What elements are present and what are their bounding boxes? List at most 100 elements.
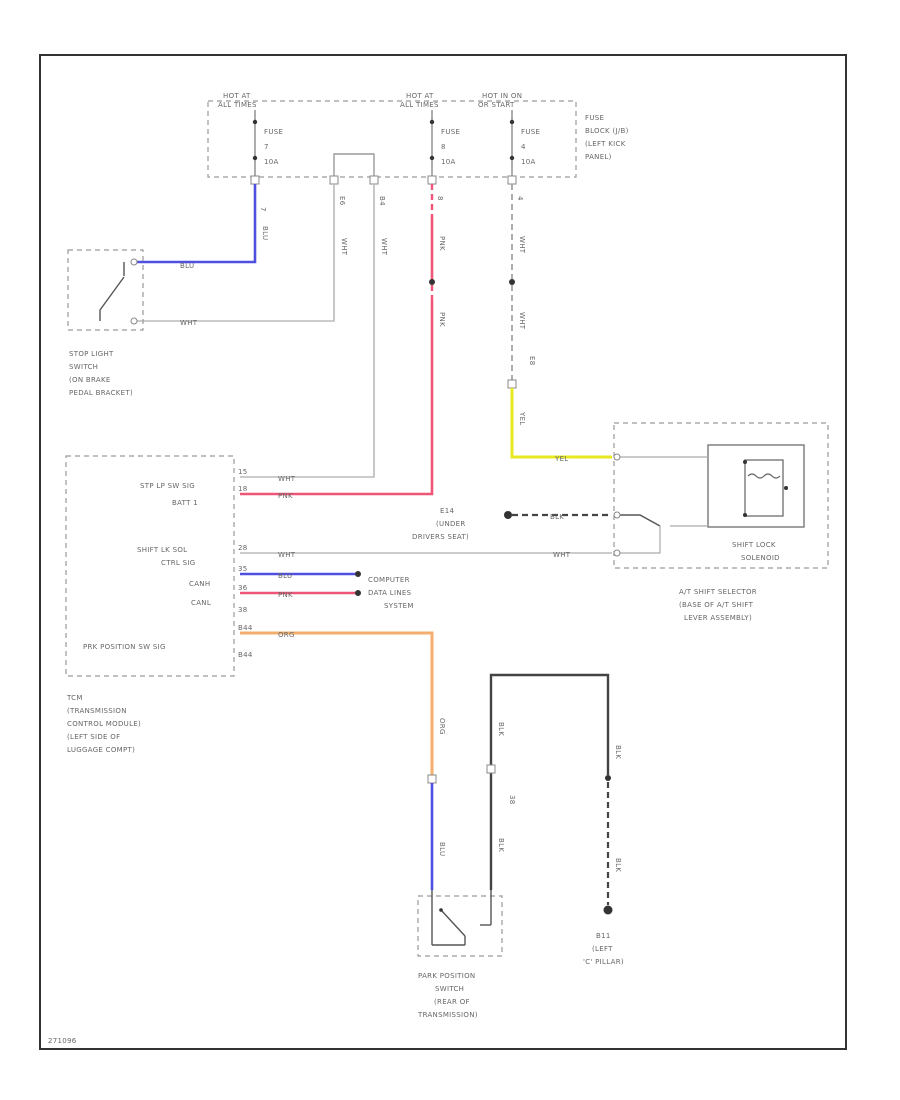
fuse-block: HOT AT ALL TIMES HOT AT ALL TIMES HOT IN… [207,92,628,178]
diagram-code: 271096 [48,1037,77,1045]
stop-switch-label-3: (ON BRAKE [69,376,111,384]
fuse-block-label-1: FUSE [585,114,604,122]
fuse-7-dot-lower [252,155,258,161]
tcm-pin-prk: PRK POSITION SW SIG [83,643,166,651]
splice-wht [509,279,515,285]
wire-wht-stp-lp-sig [240,184,375,478]
ground-b11-label-2: (LEFT [592,945,613,953]
park-switch-outline [417,895,503,957]
wire-label-yel-2: YEL [554,455,569,463]
solenoid-dot-top [743,460,747,464]
fuse-4-amps: 10A [521,158,536,166]
stop-light-switch: STOP LIGHT SWITCH (ON BRAKE PEDAL BRACKE… [67,249,144,397]
pin-e6: E6 [338,196,346,206]
ground-b11-label-3: 'C' PILLAR) [583,958,624,966]
stop-switch-label-4: PEDAL BRACKET) [69,389,133,397]
fuse-4-name: FUSE [521,128,540,136]
stop-light-switch-outline [67,249,144,331]
shift-internal-ctrl [620,526,661,554]
fuse-7-name: FUSE [264,128,283,136]
fuse-block-terminals: 7 E6 B4 8 4 [250,175,524,212]
tcm-label-3: CONTROL MODULE) [67,720,141,728]
tcm-pin-id-36: 36 [238,584,248,592]
diagram-frame [39,54,847,1050]
shift-lock-solenoid-box [707,444,805,528]
tcm-module: STP LP SW SIG BATT 1 SHIFT LK SOL CTRL S… [65,455,253,754]
shift-terminal-blk [613,511,621,519]
wire-label-yel-1: YEL [518,411,526,426]
fuse-7-num: 7 [264,143,269,151]
fuse-8-dot-lower [429,155,435,161]
pin-8: 8 [436,196,444,201]
hot-label-3-line2: OR START [478,101,515,109]
solenoid-dot-bottom [743,513,747,517]
fuse-8-num: 8 [441,143,446,151]
fuse-block-jumper [333,153,375,178]
terminal-7 [250,175,260,185]
stop-switch-terminal-bottom [130,317,138,325]
wire-label-blu-2: BLU [180,262,194,270]
fuse-7-amps: 10A [264,158,279,166]
hot-label-2-line1: HOT AT [406,92,434,100]
park-switch-label-4: TRANSMISSION) [417,1011,478,1019]
shift-selector-label-2: (BASE OF A/T SHIFT [679,601,754,609]
hot-label-3-line1: HOT IN ON [482,92,522,100]
shift-lock-solenoid-coil-frame [744,459,784,517]
tcm-label-4: (LEFT SIDE OF [67,733,120,741]
park-switch-blade [440,909,466,937]
canh-arrow [355,571,361,577]
wire-wht-stop-switch-out [134,184,335,322]
solenoid-terminal [784,486,788,490]
tcm-label-2: (TRANSMISSION [67,707,127,715]
park-switch-pivot [439,908,443,912]
tcm-pin-ctrl-sig: CTRL SIG [161,559,195,567]
terminal-e5 [507,379,517,389]
stop-switch-terminal-top [130,258,138,266]
wire-blk-park-return [489,673,610,890]
park-switch-label-1: PARK POSITION [418,972,475,980]
tcm-pin-stp-lp: STP LP SW SIG [140,482,195,490]
pin-7: 7 [259,207,267,212]
fuse-4-num: 4 [521,143,526,151]
shift-lock-solenoid-label-2: SOLENOID [741,554,780,562]
hot-label-1-line1: HOT AT [223,92,251,100]
tcm-pin-canh: CANH [189,580,210,588]
stop-switch-label-2: SWITCH [69,363,98,371]
wire-label-pnk-4: PNK [278,591,293,599]
wire-label-org-1: ORG [278,631,295,639]
fuse-block-label-4: PANEL) [585,153,612,161]
tcm-pin-id-15: 15 [238,468,248,476]
splice-pnk [429,279,435,285]
stop-switch-label-1: STOP LIGHT [69,350,114,358]
computer-data-lines-2: DATA LINES [368,589,412,597]
fuse-block-label-3: (LEFT KICK [585,140,626,148]
tcm-pin-id-18: 18 [238,485,248,493]
wire-label-blk-4: BLK [614,745,622,759]
wire-label-pnk-3: PNK [278,492,293,500]
wire-label-blu-1: BLU [261,226,269,240]
tcm-pin-id-b46: 38 [238,606,248,614]
wire-label-pnk-2: PNK [438,312,446,327]
wire-label-wht-6: WHT [518,312,526,330]
wire-label-blk-2: BLK [497,722,505,736]
wire-label-pnk-1: PNK [438,236,446,251]
wire-label-blu-3: BLU [278,572,292,580]
park-switch-label-2: SWITCH [435,985,464,993]
stop-switch-blade [99,276,125,311]
fuse-4-dot-lower [509,155,515,161]
tcm-label-1: TCM [66,694,83,702]
ground-e14-label-2: (UNDER [436,520,466,528]
terminal-park-blk [486,764,496,774]
fuse-4-dot [509,119,515,125]
ground-e14-label-1: E14 [440,507,454,515]
wire-label-wht-3: WHT [380,238,388,256]
tcm-pin-shift-lk: SHIFT LK SOL [137,546,187,554]
terminal-park-org [427,774,437,784]
ground-e14-label-3: DRIVERS SEAT) [412,533,469,541]
wire-label-wht-1: WHT [180,319,198,327]
wire-label-wht-8: WHT [553,551,571,559]
shift-internal-switch-blade [620,514,661,527]
wire-label-blu-4: BLU [438,842,446,856]
hot-label-2-line2: ALL TIMES [400,101,439,109]
